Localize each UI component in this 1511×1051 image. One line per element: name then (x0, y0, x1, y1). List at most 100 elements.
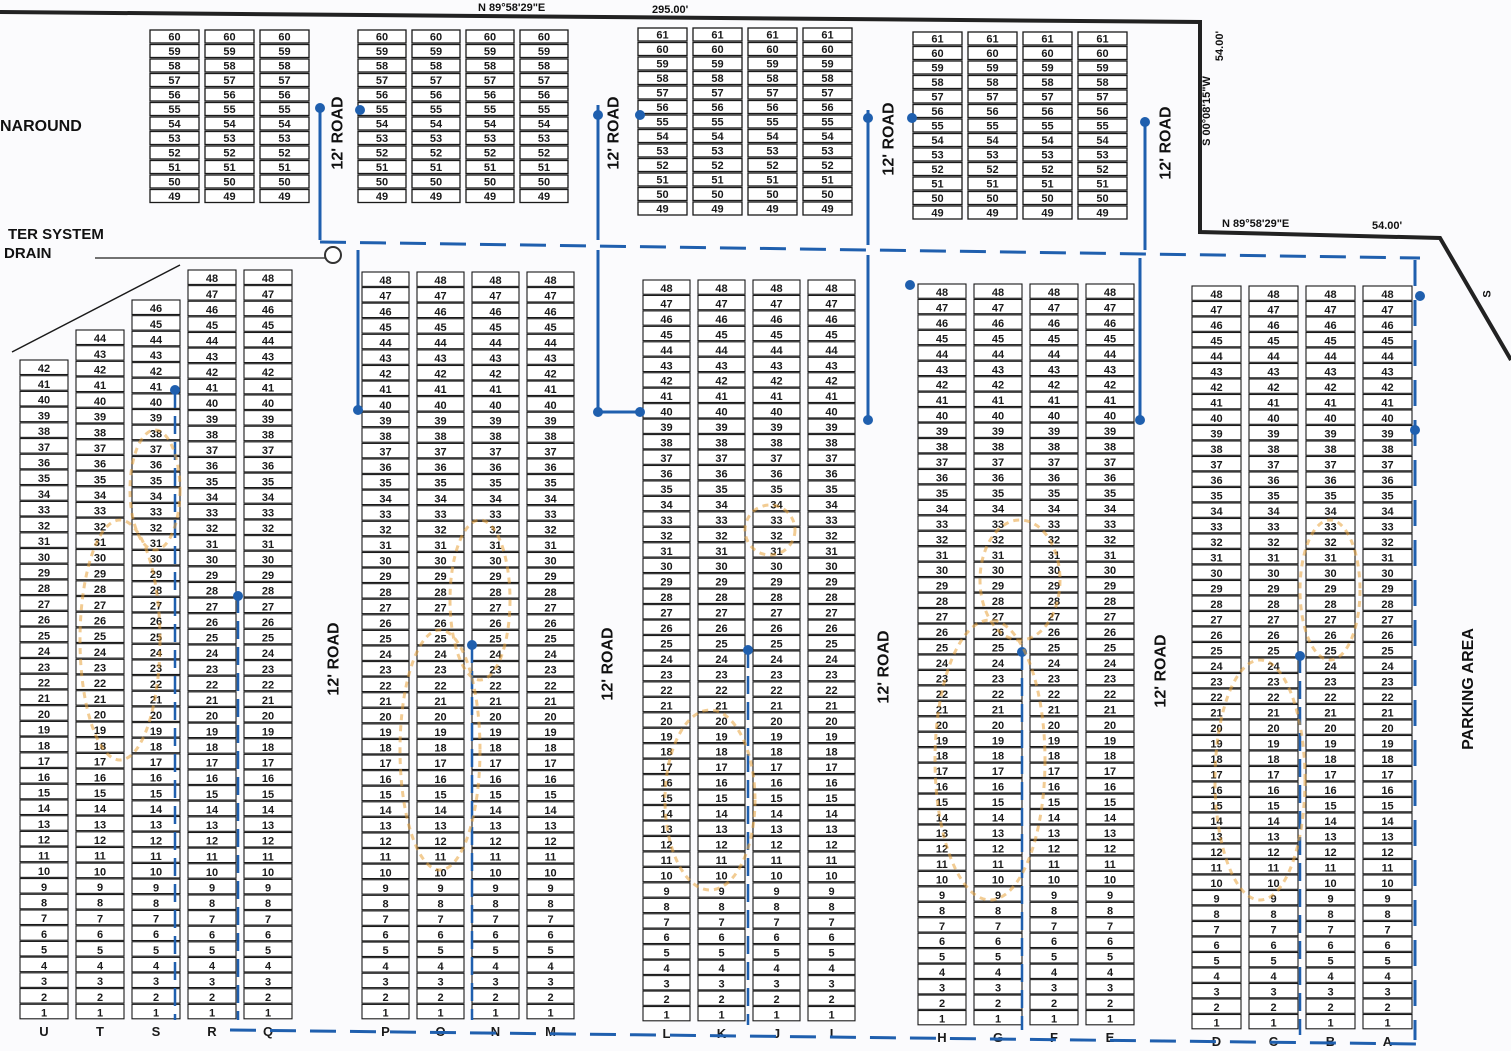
plot-cell (1305, 440, 1356, 456)
plot-number: 25 (770, 639, 782, 651)
plot-cell (361, 396, 410, 412)
plot-cell (149, 145, 200, 160)
plot-number: 34 (825, 499, 838, 511)
plot-cell (1305, 378, 1356, 394)
plot-number: 27 (936, 612, 948, 624)
plot-cell (19, 500, 69, 517)
plot-cell (912, 45, 963, 61)
plot-number: 39 (1324, 429, 1336, 441)
plot-cell (75, 815, 125, 832)
blue-dot-valve-icon (467, 640, 477, 650)
plot-number: 20 (1381, 723, 1393, 735)
plot-cell (967, 161, 1018, 177)
plot-cell (19, 705, 69, 721)
plot-cell (807, 557, 856, 574)
bearing-top: N 89°58'29"E (478, 2, 546, 14)
plot-cell (697, 634, 746, 651)
plot-number: 45 (434, 322, 446, 334)
plot-cell (131, 769, 181, 785)
plot-cell (19, 469, 69, 486)
plot-number: 16 (94, 772, 106, 784)
plot-number: 51 (931, 179, 943, 191)
plot-number: 42 (262, 367, 274, 379)
plot-cell (802, 114, 853, 129)
plot-number: 5 (1327, 956, 1333, 968)
plot-number: 56 (711, 102, 723, 114)
plot-cell (131, 722, 181, 738)
plot-cell (19, 893, 69, 910)
plot-number: 19 (1381, 739, 1393, 751)
plot-number: 10 (1267, 878, 1279, 890)
plot-number: 15 (1048, 797, 1060, 809)
plot-number: 45 (1048, 333, 1060, 345)
blue-dot-valve-icon (863, 113, 873, 123)
plot-cell (642, 464, 691, 481)
plot-number: 35 (38, 473, 50, 485)
plot-number: 48 (379, 275, 391, 287)
plot-number: 59 (168, 46, 180, 58)
plot-number: 19 (715, 731, 727, 743)
plot-number: 26 (1324, 630, 1336, 642)
plot-number: 16 (770, 778, 782, 790)
water-system-label: TER SYSTEM (8, 226, 104, 243)
plot-number: 6 (265, 929, 271, 941)
plot-cell (1248, 595, 1299, 611)
plot-cell (642, 882, 691, 898)
plot-number: 5 (718, 948, 724, 960)
distance-right: 54.00' (1214, 30, 1227, 62)
plot-number: 2 (995, 998, 1001, 1010)
plot-number: 35 (1104, 488, 1116, 500)
plot-number: 41 (1048, 395, 1060, 407)
plot-number: 32 (94, 521, 106, 533)
plot-number: 47 (206, 289, 218, 301)
plot-number: 42 (544, 369, 556, 381)
plot-number: 50 (376, 177, 388, 189)
plot-number: 17 (379, 758, 391, 770)
plot-number: 11 (94, 851, 106, 863)
plot-number: 43 (379, 353, 391, 365)
plot-number: 42 (770, 376, 782, 388)
plot-cell (1248, 812, 1299, 828)
plot-number: 47 (544, 291, 556, 303)
plot-number: 38 (94, 427, 106, 439)
plot-number: 3 (828, 979, 834, 991)
plot-number: 57 (1041, 92, 1053, 104)
plot-cell (752, 573, 801, 589)
plot-cell (917, 948, 967, 964)
plot-number: 44 (1104, 349, 1117, 361)
plot-cell (357, 43, 407, 59)
plot-cell (1362, 610, 1413, 627)
plot-cell (187, 785, 237, 801)
plot-number: 35 (206, 476, 218, 488)
plot-cell (519, 43, 569, 59)
plot-cell (973, 422, 1023, 438)
plot-cell (752, 696, 801, 713)
plot-number: 34 (715, 499, 728, 511)
plot-number: 57 (223, 75, 235, 87)
plot-number: 32 (544, 524, 556, 536)
plot-cell (243, 269, 293, 285)
plot-number: 28 (992, 596, 1004, 608)
plot-cell (519, 174, 569, 189)
plot-cell (1248, 951, 1299, 968)
plot-cell (697, 835, 746, 852)
plot-cell (243, 472, 293, 489)
plot-cell (807, 789, 856, 805)
plot-cell (692, 172, 743, 187)
plot-cell (1085, 809, 1135, 825)
plot-cell (1022, 45, 1073, 61)
plot-cell (1362, 533, 1413, 549)
plot-cell (131, 815, 181, 832)
plot-number: 18 (770, 747, 782, 759)
plot-cell (1248, 641, 1299, 658)
plot-cell (471, 520, 520, 537)
column-letter: N (491, 1024, 500, 1039)
plot-cell (917, 283, 967, 299)
plot-number: 31 (206, 539, 218, 551)
plot-number: 19 (1324, 739, 1336, 751)
plot-number: 20 (1324, 723, 1336, 735)
plot-number: 9 (1107, 890, 1113, 902)
plot-cell (187, 910, 237, 926)
plot-number: 59 (538, 46, 550, 58)
column-letter: E (1106, 1030, 1115, 1045)
